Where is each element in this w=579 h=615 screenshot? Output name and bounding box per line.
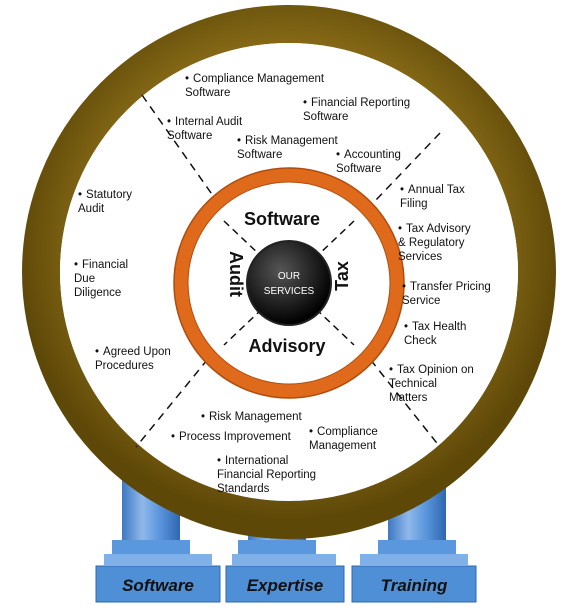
- sector-software: Software: [244, 209, 320, 229]
- inner-divider-2: [315, 220, 355, 258]
- inner-ring-outline: [173, 167, 405, 399]
- sector-audit: Audit: [226, 251, 246, 297]
- pillar-label-expertise: Expertise: [246, 576, 324, 595]
- center-line2: SERVICES: [264, 286, 315, 297]
- pillar-capital-3: [378, 540, 456, 554]
- pillar-base-3: [351, 565, 477, 603]
- pillar-base-2: [225, 565, 345, 603]
- pillar-capital-2: [238, 540, 316, 554]
- inner-divider-3: [223, 308, 263, 346]
- pillar-step-3: [360, 554, 468, 566]
- sector-tax: Tax: [332, 261, 352, 291]
- sector-advisory: Advisory: [248, 336, 325, 356]
- pillar-step-1: [104, 554, 212, 566]
- advisory-item-2: •Process Improvement: [171, 431, 291, 443]
- inner-ring-inline: [187, 181, 391, 385]
- pillar-capital-1: [112, 540, 190, 554]
- pillar-label-training: Training: [380, 576, 448, 595]
- outer-ring: [22, 5, 556, 539]
- advisory-item-1: •Risk Management: [201, 411, 302, 423]
- inner-divider-4: [315, 308, 355, 346]
- pillar-base-1: [95, 565, 221, 603]
- inner-dividers: [223, 220, 355, 346]
- pillar-step-2: [232, 554, 336, 566]
- center-disc: [246, 240, 332, 326]
- center-line1: OUR: [278, 271, 300, 282]
- pillar-label-software: Software: [122, 576, 194, 595]
- divider-upper-left: [141, 94, 248, 245]
- inner-divider-1: [223, 220, 263, 258]
